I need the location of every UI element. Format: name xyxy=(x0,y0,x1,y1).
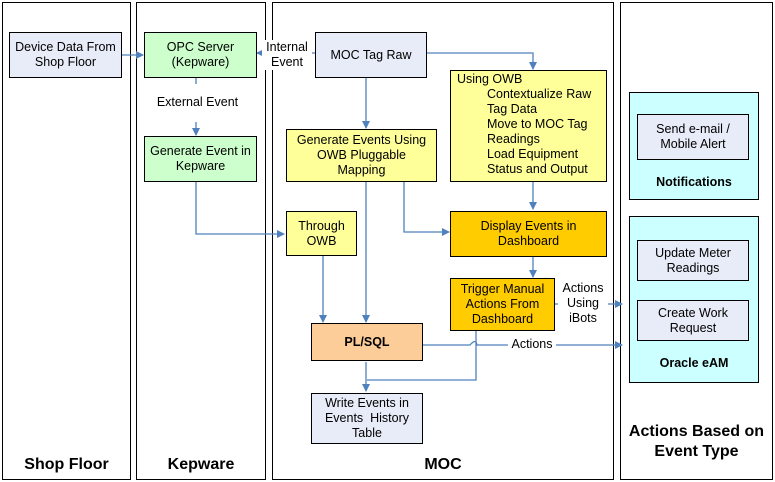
node-through-owb-line1: Through xyxy=(298,218,345,233)
node-create-work[interactable]: Create Work Request xyxy=(637,300,749,341)
node-send-email-line1: Send e-mail / xyxy=(656,122,730,136)
node-generate-events-owb-line3: Mapping xyxy=(337,163,386,177)
node-display-events-line2: Dashboard xyxy=(497,234,560,248)
node-write-events-line1: Write Events in xyxy=(325,396,409,410)
node-trigger-manual-line3: Dashboard xyxy=(471,312,534,326)
node-using-owb-item: Load Equipment xyxy=(487,147,579,161)
node-update-meter-line1: Update Meter xyxy=(655,245,731,260)
node-generate-event-kepware-line1: Generate Event in xyxy=(150,144,251,158)
node-generate-events-owb[interactable]: Generate Events Using OWB Pluggable Mapp… xyxy=(286,129,437,182)
group-oracle-eam-title: Oracle eAM xyxy=(659,356,729,370)
group-oracle-eam: Update Meter Readings Create Work Reques… xyxy=(629,216,759,383)
node-generate-events-owb-line1: Generate Events Using xyxy=(296,133,427,147)
edge-label-internal-line1: Internal xyxy=(262,40,312,55)
node-plsql[interactable]: PL/SQL xyxy=(311,323,423,361)
node-using-owb-heading: Using OWB xyxy=(457,72,523,86)
node-trigger-manual-line2: Actions From xyxy=(465,297,540,311)
node-update-meter[interactable]: Update Meter Readings xyxy=(637,240,749,281)
node-generate-event-kepware[interactable]: Generate Event in Kepware xyxy=(144,136,257,182)
node-display-events-line1: Display Events in xyxy=(480,219,577,233)
node-using-owb-item: Contextualize Raw xyxy=(487,87,592,101)
node-through-owb-line2: OWB xyxy=(306,233,337,248)
node-device-data-line2: Shop Floor xyxy=(34,55,97,69)
node-display-events[interactable]: Display Events in Dashboard xyxy=(450,211,607,257)
node-create-work-line2: Request xyxy=(669,320,717,335)
node-send-email[interactable]: Send e-mail / Mobile Alert xyxy=(637,114,749,160)
edge-label-ibots-line1: Actions xyxy=(558,281,608,296)
node-generate-event-kepware-line2: Kepware xyxy=(175,159,226,173)
node-moc-tag-raw[interactable]: MOC Tag Raw xyxy=(315,32,427,78)
node-write-events-line3: Table xyxy=(352,426,382,440)
node-trigger-manual[interactable]: Trigger Manual Actions From Dashboard xyxy=(450,278,555,331)
node-using-owb[interactable]: Using OWB Contextualize Raw Tag Data Mov… xyxy=(450,70,607,182)
node-plsql-line1: PL/SQL xyxy=(344,334,390,349)
edge-label-ibots-line3: iBots xyxy=(558,311,608,326)
node-opc-server[interactable]: OPC Server (Kepware) xyxy=(144,32,257,78)
edge-label-actions-ibots: Actions Using iBots xyxy=(558,281,608,326)
node-moc-tag-raw-line1: MOC Tag Raw xyxy=(330,47,412,62)
node-create-work-line1: Create Work xyxy=(658,305,728,320)
lane-shop-floor: Shop Floor xyxy=(2,2,131,480)
node-write-events-line2: Events History xyxy=(324,411,410,425)
node-opc-server-line1: OPC Server xyxy=(166,40,235,54)
node-using-owb-item: Move to MOC Tag xyxy=(487,117,588,131)
node-send-email-line2: Mobile Alert xyxy=(660,137,726,151)
group-notifications: Send e-mail / Mobile Alert Notifications xyxy=(629,92,759,200)
lane-kepware: Kepware xyxy=(136,2,266,480)
node-using-owb-item: Tag Data xyxy=(487,102,538,116)
edge-label-ibots-line2: Using xyxy=(558,296,608,311)
node-using-owb-item: Readings xyxy=(487,132,540,146)
lane-title-actions-line1: Actions Based on xyxy=(628,423,765,440)
edge-label-internal-event: Internal Event xyxy=(262,40,312,70)
lane-title-actions: Actions Based on Event Type xyxy=(621,422,772,462)
node-through-owb[interactable]: Through OWB xyxy=(286,211,357,256)
edge-label-internal-line2: Event xyxy=(262,55,312,70)
node-trigger-manual-line1: Trigger Manual xyxy=(460,282,545,296)
lane-title-kepware: Kepware xyxy=(167,456,235,473)
node-device-data[interactable]: Device Data From Shop Floor xyxy=(9,32,122,78)
node-write-events[interactable]: Write Events in Events History Table xyxy=(311,393,423,444)
node-device-data-line1: Device Data From xyxy=(15,40,116,54)
lane-title-shop-floor: Shop Floor xyxy=(24,456,109,473)
group-notifications-title: Notifications xyxy=(656,175,732,189)
node-generate-events-owb-line2: OWB Pluggable xyxy=(317,148,406,162)
edge-label-actions: Actions xyxy=(508,337,556,352)
lane-title-moc: MOC xyxy=(424,456,462,473)
node-update-meter-line2: Readings xyxy=(666,260,720,275)
lane-title-actions-line2: Event Type xyxy=(654,443,739,460)
edge-label-external-event: External Event xyxy=(150,95,245,110)
node-opc-server-line2: (Kepware) xyxy=(171,55,230,69)
node-using-owb-item: Status and Output xyxy=(487,162,588,176)
